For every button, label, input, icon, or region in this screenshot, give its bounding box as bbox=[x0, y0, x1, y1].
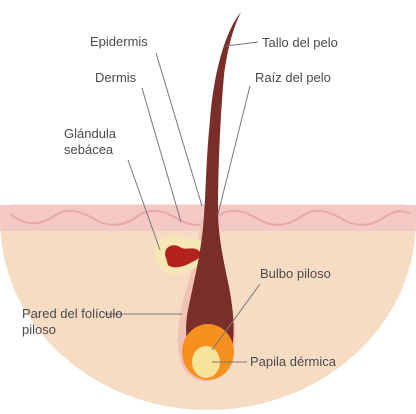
dermal-papilla bbox=[192, 346, 220, 378]
leader-sebaceous-gland bbox=[127, 159, 161, 251]
label-follicle-wall: Pared del folículo piloso bbox=[22, 306, 123, 337]
leader-hair-root bbox=[217, 85, 251, 215]
label-dermis: Dermis bbox=[95, 70, 137, 85]
label-hair-shaft: Tallo del pelo bbox=[262, 35, 338, 50]
label-hair-root: Raíz del pelo bbox=[255, 70, 331, 85]
hair-shaft bbox=[186, 12, 241, 369]
leader-lines bbox=[104, 41, 261, 363]
label-dermal-papilla: Papila dérmica bbox=[250, 354, 336, 369]
label-sebaceous-gland: Glándula sebácea bbox=[64, 126, 117, 157]
label-epidermis: Epidermis bbox=[90, 34, 148, 49]
leader-hair-shaft bbox=[225, 41, 259, 47]
leader-hair-bulb bbox=[211, 283, 261, 351]
sebaceous-gland-inner bbox=[165, 245, 201, 268]
leader-dermis bbox=[141, 87, 182, 223]
label-hair-bulb: Bulbo piloso bbox=[260, 266, 331, 281]
leader-epidermis bbox=[155, 52, 203, 207]
